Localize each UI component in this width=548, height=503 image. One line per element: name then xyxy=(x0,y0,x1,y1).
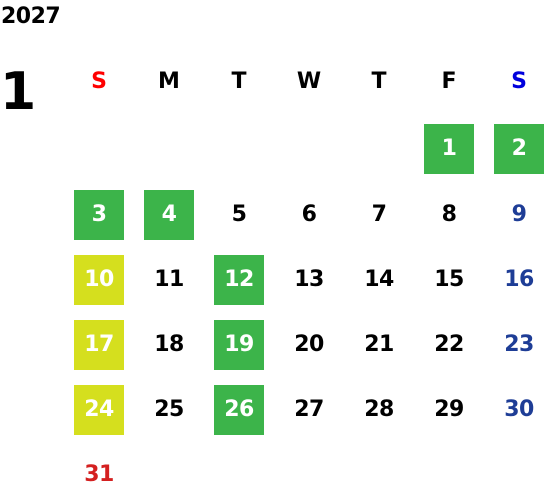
weekday-sun: S xyxy=(91,69,107,94)
weekday-mon: M xyxy=(158,69,180,94)
day-cell-28: 28 xyxy=(364,397,394,422)
day-cell-19: 19 xyxy=(214,320,264,370)
day-cell-9: 9 xyxy=(511,202,527,227)
weekday-sat: S xyxy=(511,69,527,94)
day-cell-27: 27 xyxy=(294,397,324,422)
day-cell-14: 14 xyxy=(364,267,394,292)
day-cell-1: 1 xyxy=(424,124,474,174)
weekday-tue: T xyxy=(231,69,247,94)
day-cell-20: 20 xyxy=(294,332,324,357)
month-number: 1 xyxy=(0,62,37,122)
day-cell-21: 21 xyxy=(364,332,394,357)
day-cell-31: 31 xyxy=(84,462,114,487)
year-label: 2027 xyxy=(1,4,61,29)
day-cell-24: 24 xyxy=(74,385,124,435)
day-cell-2: 2 xyxy=(494,124,544,174)
day-cell-15: 15 xyxy=(434,267,464,292)
day-cell-4: 4 xyxy=(144,190,194,240)
day-cell-7: 7 xyxy=(371,202,387,227)
day-cell-13: 13 xyxy=(294,267,324,292)
day-cell-29: 29 xyxy=(434,397,464,422)
day-cell-23: 23 xyxy=(504,332,534,357)
day-cell-22: 22 xyxy=(434,332,464,357)
day-cell-5: 5 xyxy=(231,202,247,227)
day-cell-18: 18 xyxy=(154,332,184,357)
day-cell-12: 12 xyxy=(214,255,264,305)
day-cell-10: 10 xyxy=(74,255,124,305)
day-cell-8: 8 xyxy=(441,202,457,227)
day-cell-11: 11 xyxy=(154,267,184,292)
weekday-fri: F xyxy=(441,69,457,94)
day-cell-26: 26 xyxy=(214,385,264,435)
day-cell-30: 30 xyxy=(504,397,534,422)
day-cell-3: 3 xyxy=(74,190,124,240)
weekday-thu: T xyxy=(371,69,387,94)
day-cell-6: 6 xyxy=(301,202,317,227)
day-cell-17: 17 xyxy=(74,320,124,370)
day-cell-16: 16 xyxy=(504,267,534,292)
weekday-wed: W xyxy=(296,69,322,94)
day-cell-25: 25 xyxy=(154,397,184,422)
